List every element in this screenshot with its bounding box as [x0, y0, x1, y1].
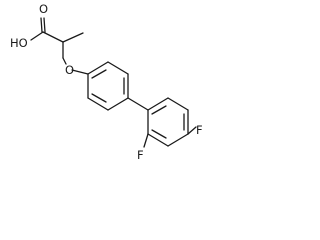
bond-f-ortho	[143, 133, 149, 148]
ring-a-bond-4	[107, 97, 129, 111]
ring-b-bond-4	[167, 133, 189, 147]
bond-ether-aryl	[71, 69, 89, 75]
ring-a-bond-1	[87, 61, 109, 75]
atom-label-ether-oxygen: O	[65, 63, 74, 77]
ring-b-bond-1	[147, 97, 169, 111]
ring-a-inner-3	[91, 93, 107, 103]
structure-diagram: O HO O F F	[10, 2, 203, 162]
ring-b-inner-1	[151, 105, 167, 115]
ring-a-bond-2	[107, 61, 129, 75]
ring-b-bond-5	[147, 133, 169, 147]
ring-a-bond-5	[87, 97, 109, 111]
ring-a-inner-1	[91, 69, 107, 79]
bond-methyl-right	[62, 32, 84, 43]
bond-c-oxo-2	[43, 17, 46, 33]
atom-label-fluorine-para: F	[196, 123, 203, 137]
bond-f-para	[187, 126, 197, 135]
atom-label-fluorine-ortho: F	[137, 148, 144, 162]
bond-c-quaternary	[42, 31, 64, 43]
bond-c-oxo-1	[40, 17, 43, 33]
bond-quaternary-ether	[62, 57, 67, 65]
bond-biaryl	[127, 97, 149, 111]
ring-b-bond-2	[167, 97, 189, 111]
atom-label-oxo: O	[39, 2, 48, 16]
bond-c-hydroxyl	[30, 31, 44, 41]
ring-b-inner-3	[151, 129, 167, 139]
atom-label-hydroxyl: HO	[10, 36, 28, 50]
